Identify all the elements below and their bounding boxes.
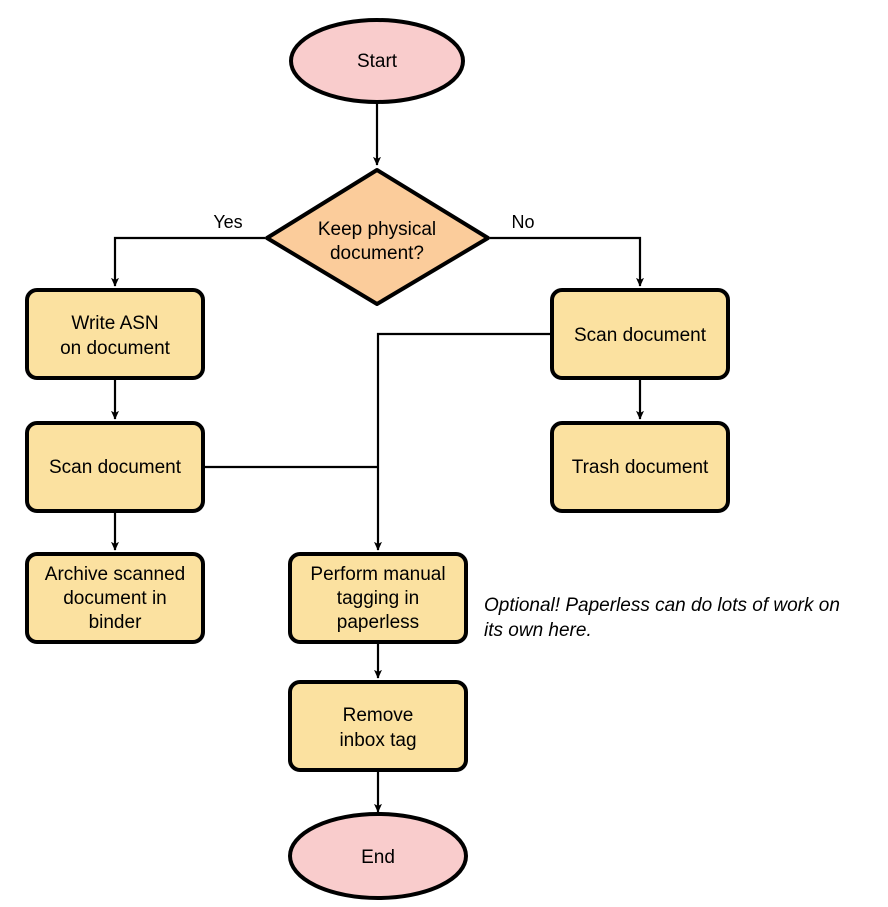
edge-decision-yes-to-write-asn xyxy=(111,236,265,287)
end-ellipse-shape[interactable] xyxy=(288,812,468,900)
write-asn-rect-shape[interactable] xyxy=(25,288,205,380)
scan-left-rect-shape[interactable] xyxy=(25,421,205,513)
node-trash-document[interactable]: Trash document xyxy=(550,421,730,513)
node-remove-inbox-tag[interactable]: Remove inbox tag xyxy=(288,680,468,772)
edge-scan-right-to-tagging xyxy=(374,332,552,551)
edge-label-layer: Yes No xyxy=(213,212,534,232)
archive-rect-shape[interactable] xyxy=(25,552,205,644)
remove-inbox-rect-shape[interactable] xyxy=(288,680,468,772)
node-scan-document-left[interactable]: Scan document xyxy=(25,421,205,513)
optional-note-line2: its own here. xyxy=(484,620,592,641)
edge-label-no: No xyxy=(511,212,534,232)
decision-diamond-shape[interactable] xyxy=(265,168,490,306)
annotation-optional-note: Optional! Paperless can do lots of work … xyxy=(484,595,840,641)
edge-layer xyxy=(111,103,644,813)
node-start[interactable]: Start xyxy=(289,18,465,104)
optional-note-line1: Optional! Paperless can do lots of work … xyxy=(484,595,840,616)
node-end[interactable]: End xyxy=(288,812,468,900)
trash-rect-shape[interactable] xyxy=(550,421,730,513)
edge-decision-no-to-scan-right xyxy=(490,236,644,287)
node-perform-manual-tagging[interactable]: Perform manual tagging in paperless xyxy=(288,552,468,644)
start-ellipse-shape[interactable] xyxy=(289,18,465,104)
node-write-asn[interactable]: Write ASN on document xyxy=(25,288,205,380)
node-decision-keep-physical-document[interactable]: Keep physical document? xyxy=(265,168,490,306)
tagging-rect-shape[interactable] xyxy=(288,552,468,644)
edge-label-yes: Yes xyxy=(213,212,242,232)
node-scan-document-right[interactable]: Scan document xyxy=(550,288,730,380)
scan-right-rect-shape[interactable] xyxy=(550,288,730,380)
node-archive-scanned-document[interactable]: Archive scanned document in binder xyxy=(25,552,205,644)
